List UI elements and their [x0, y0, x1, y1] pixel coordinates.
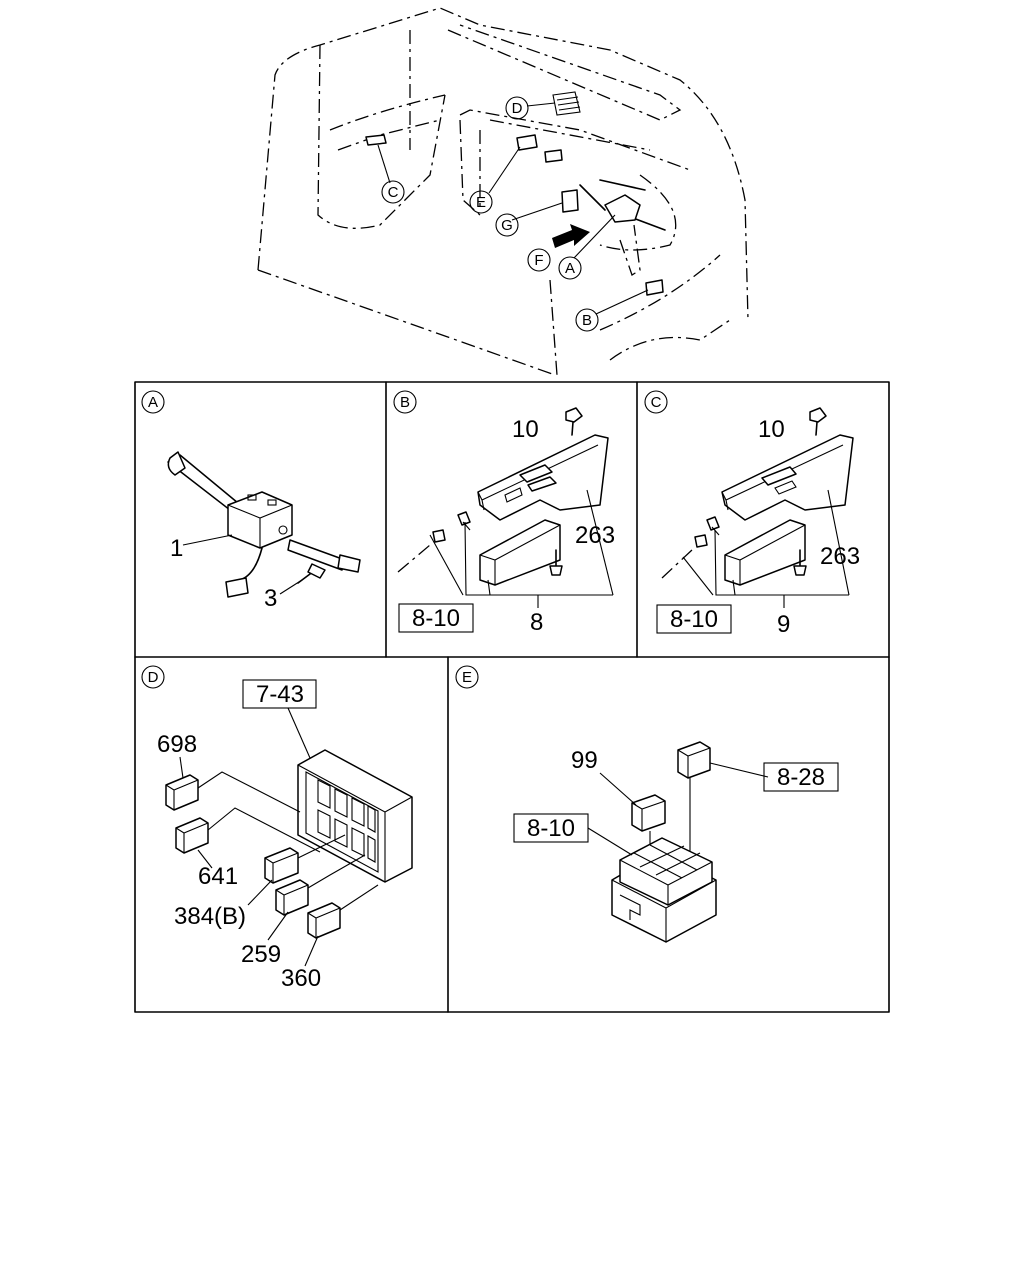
- direction-arrow: [552, 224, 590, 248]
- panel-a-combination-switch: A 1 3: [141, 390, 361, 612]
- label-part-1: 1: [170, 535, 183, 562]
- svg-text:8-10: 8-10: [670, 606, 718, 633]
- svg-text:G: G: [501, 217, 513, 234]
- callout-b-overview: B: [575, 308, 599, 332]
- panel-grid: [134, 381, 890, 1013]
- overview-switch-g: [561, 189, 579, 213]
- svg-text:A: A: [565, 260, 575, 277]
- svg-text:D: D: [148, 669, 159, 686]
- svg-text:8-28: 8-28: [777, 764, 825, 791]
- panel-c-callout: C: [644, 390, 668, 414]
- ref-box-8-28: [763, 762, 839, 792]
- ref-box-8-10-b: [398, 603, 474, 633]
- svg-text:F: F: [534, 252, 543, 269]
- label-part-263-c: 263: [820, 543, 860, 570]
- panel-e-relay-block: E 8-28 99 8-10: [455, 665, 839, 943]
- svg-text:8-10: 8-10: [527, 815, 575, 842]
- label-part-259: 259: [241, 941, 281, 968]
- svg-text:A: A: [148, 394, 158, 411]
- vent-grille: [552, 91, 581, 116]
- panel-c-window-switch: C 10 263 8-10 9: [644, 390, 860, 638]
- label-part-3: 3: [264, 585, 277, 612]
- callout-f-overview: F: [527, 248, 551, 272]
- switch-bezel: [297, 749, 413, 883]
- svg-text:C: C: [651, 394, 662, 411]
- label-part-698: 698: [157, 731, 197, 758]
- panel-b-callout: B: [393, 390, 417, 414]
- label-part-384b: 384(B): [174, 903, 246, 930]
- svg-text:D: D: [512, 100, 523, 117]
- svg-text:E: E: [462, 669, 472, 686]
- panel-d-switch-panel: D 7-43 698 641 384(B) 259: [141, 665, 413, 992]
- overview-switch-e2: [544, 149, 563, 163]
- panel-e-callout: E: [455, 665, 479, 689]
- label-part-641: 641: [198, 863, 238, 890]
- svg-text:C: C: [388, 184, 399, 201]
- overview-switch-e: [516, 134, 538, 151]
- callout-g-overview: G: [495, 213, 519, 237]
- label-part-99: 99: [571, 747, 598, 774]
- overview-combination-switch: [579, 179, 666, 231]
- ref-box-7-43: [242, 679, 317, 709]
- label-part-10-b: 10: [512, 416, 539, 443]
- svg-text:8-10: 8-10: [412, 605, 460, 632]
- overview-switch-c: [365, 134, 387, 146]
- label-part-10-c: 10: [758, 416, 785, 443]
- svg-text:B: B: [400, 394, 410, 411]
- callout-a-overview: A: [558, 256, 582, 280]
- svg-text:7-43: 7-43: [256, 681, 304, 708]
- label-part-8: 8: [530, 609, 543, 636]
- overview-switch-b: [645, 279, 664, 296]
- relay-box: [611, 837, 717, 943]
- callout-c-overview: C: [381, 180, 405, 204]
- overview-vehicle-interior: D E G C F A B: [257, 7, 749, 376]
- panel-a-callout: A: [141, 390, 165, 414]
- callout-e-overview: E: [469, 190, 493, 214]
- callout-d-overview: D: [505, 96, 529, 120]
- panel-b-window-switch: B 10 263 8-10 8: [393, 390, 615, 636]
- label-part-9: 9: [777, 611, 790, 638]
- ref-box-8-10-c: [656, 604, 732, 634]
- panel-d-callout: D: [141, 665, 165, 689]
- svg-text:B: B: [582, 312, 592, 329]
- label-part-360: 360: [281, 965, 321, 992]
- svg-text:E: E: [476, 194, 486, 211]
- label-part-263-b: 263: [575, 522, 615, 549]
